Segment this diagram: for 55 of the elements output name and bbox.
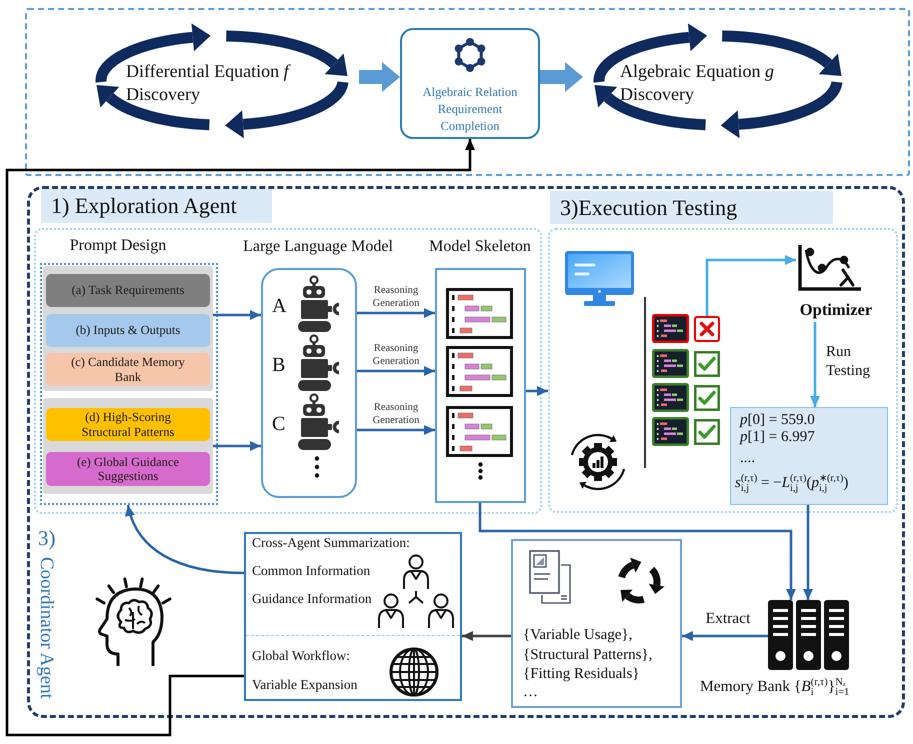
arrow <box>6 139 475 736</box>
block-arrow <box>359 62 400 92</box>
column-heading: Model Skeleton <box>429 237 531 256</box>
equation-line: p[1] = 6.997 <box>740 428 815 446</box>
arrow <box>706 255 796 316</box>
prompt-item: (e) Global Guidance Suggestions <box>46 452 210 486</box>
arrow <box>213 310 261 320</box>
section-number: 3) <box>38 526 56 552</box>
list-item: {Variable Usage}, <box>523 626 632 644</box>
panel-text: Cross-Agent Summarization: <box>252 535 410 552</box>
arrow <box>478 503 796 600</box>
equation-line: p[0] = 559.0 <box>740 411 815 429</box>
agent-letter: B <box>272 353 286 377</box>
group-panel <box>43 266 213 391</box>
summary-panel <box>244 532 462 701</box>
column-heading: Large Language Model <box>243 237 393 256</box>
block-arrow <box>540 62 583 92</box>
arrow <box>357 425 435 435</box>
prompt-item: (d) High-Scoring Structural Patterns <box>46 408 210 441</box>
group-panel <box>43 398 213 494</box>
dashed-frame <box>27 186 905 718</box>
arrow <box>357 366 435 376</box>
output-panel <box>511 539 682 708</box>
arrow <box>803 505 813 600</box>
agent-letter: A <box>272 294 286 318</box>
section-heading: 3)Execution Testing <box>550 191 833 224</box>
panel-text: Global Workflow: <box>252 648 350 664</box>
results-panel <box>730 407 888 505</box>
process-box <box>400 28 540 139</box>
cross-icon <box>694 316 720 342</box>
edge-label: Run Testing <box>826 343 870 381</box>
prompt-item: (c) Candidate Memory Bank <box>46 353 210 386</box>
panel-text: Guidance Information <box>252 591 372 608</box>
panel-text: Variable Expansion <box>252 677 358 694</box>
arrow <box>357 308 435 318</box>
prompt-item: (b) Inputs & Outputs <box>46 314 210 347</box>
agent-letter: C <box>272 412 286 436</box>
icon-caption: Optimizer <box>800 300 872 320</box>
list-item: {Structural Patterns}, <box>523 646 652 664</box>
list-item: {Fitting Residuals} <box>523 665 640 683</box>
arrow <box>682 631 768 641</box>
box-label: Algebraic Relation Requirement Completion <box>422 84 518 135</box>
arrow <box>462 631 511 641</box>
equation-line: .... <box>740 449 755 467</box>
equation-line: s$_{i,j}$$^{(r,τ)}$ = −L$_{i,j}$$^{(r,τ)}$(p$_{i,j}$$^{∗(r,τ)}$) <box>735 474 848 492</box>
arrow <box>213 441 261 451</box>
arrow <box>526 386 548 396</box>
list-item: … <box>523 683 538 701</box>
column-heading: Prompt Design <box>70 236 166 256</box>
panel-text: Common Information <box>252 563 370 580</box>
arrow <box>810 322 820 407</box>
vertical-heading: Coordinator Agent <box>37 557 56 699</box>
arrow <box>126 504 244 574</box>
prompt-item: (a) Task Requirements <box>46 274 210 307</box>
section-heading: 1) Exploration Agent <box>41 189 272 223</box>
